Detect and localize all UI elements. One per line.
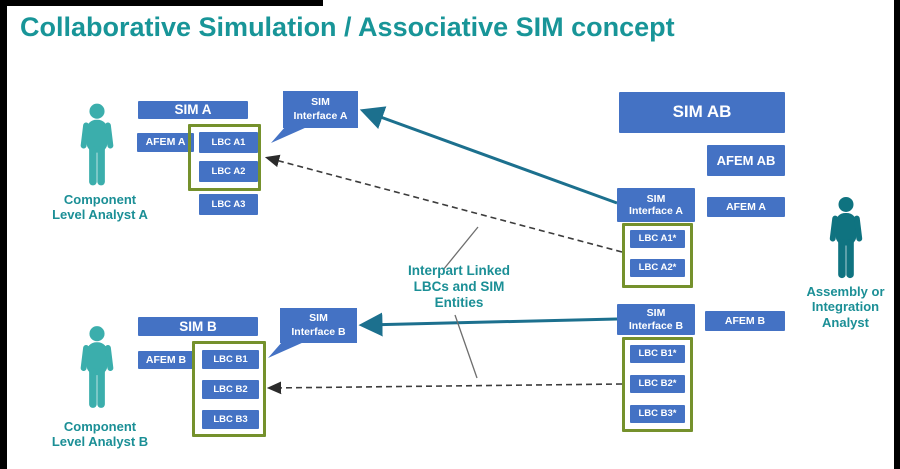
linked-group-outline-b-right: [622, 337, 693, 432]
box-afem-b-right: AFEM B: [705, 311, 785, 331]
box-lbc-a1-star: LBC A1*: [630, 230, 685, 248]
linked-group-outline-a-right: [622, 223, 693, 288]
box-afem-a-right: AFEM A: [707, 197, 785, 217]
box-lbc-b1-star: LBC B1*: [630, 345, 685, 363]
solid-link-interface-b: [358, 312, 618, 337]
person-icon-component-analyst-a: [80, 103, 114, 186]
callout-sim-interface-b: SIM Interface B: [268, 308, 357, 358]
solid-link-interface-a: [359, 106, 618, 205]
actor-label-component-analyst-b: Component Level Analyst B: [51, 419, 149, 450]
callout-sim-interface-a: SIM Interface A: [271, 91, 358, 143]
box-sim-a: SIM A: [138, 101, 248, 119]
box-lbc-b1: LBC B1: [202, 350, 259, 369]
linked-group-outline-a: [188, 124, 261, 191]
box-afem-b: AFEM B: [138, 351, 194, 369]
box-afem-ab: AFEM AB: [707, 145, 785, 176]
dashed-link-lbc-b: [266, 381, 623, 395]
dashed-link-lbc-a: [264, 154, 623, 253]
box-afem-a: AFEM A: [137, 133, 194, 152]
person-icon-assembly-analyst: [829, 196, 863, 279]
actor-label-assembly-analyst: Assembly or Integration Analyst: [806, 284, 885, 330]
box-lbc-a3: LBC A3: [199, 194, 258, 215]
actor-label-component-analyst-a: Component Level Analyst A: [52, 192, 148, 223]
box-sim-interface-a-right: SIM Interface A: [617, 188, 695, 222]
box-lbc-b3: LBC B3: [202, 410, 259, 429]
callout-sim-interface-b-label: SIM Interface B: [291, 312, 346, 338]
left-black-edge: [0, 0, 7, 469]
box-lbc-a2-star: LBC A2*: [630, 259, 685, 277]
box-lbc-b2-star: LBC B2*: [630, 375, 685, 393]
box-sim-ab: SIM AB: [619, 92, 785, 133]
person-icon-component-analyst-b: [80, 326, 114, 408]
box-sim-b: SIM B: [138, 317, 258, 336]
note-leader-bottom: [454, 314, 478, 379]
right-black-edge: [894, 0, 900, 469]
box-lbc-b2: LBC B2: [202, 380, 259, 399]
interpart-linked-note: Interpart Linked LBCs and SIM Entities: [407, 263, 510, 311]
box-sim-interface-b-right: SIM Interface B: [617, 304, 695, 335]
slide-title: Collaborative Simulation / Associative S…: [20, 12, 675, 42]
box-lbc-b3-star: LBC B3*: [630, 405, 685, 423]
linked-group-outline-b: [192, 341, 266, 437]
box-lbc-a2: LBC A2: [199, 161, 258, 182]
box-lbc-a1: LBC A1: [199, 132, 258, 153]
top-black-bar: [0, 0, 323, 6]
callout-sim-interface-a-label: SIM Interface A: [293, 96, 348, 122]
